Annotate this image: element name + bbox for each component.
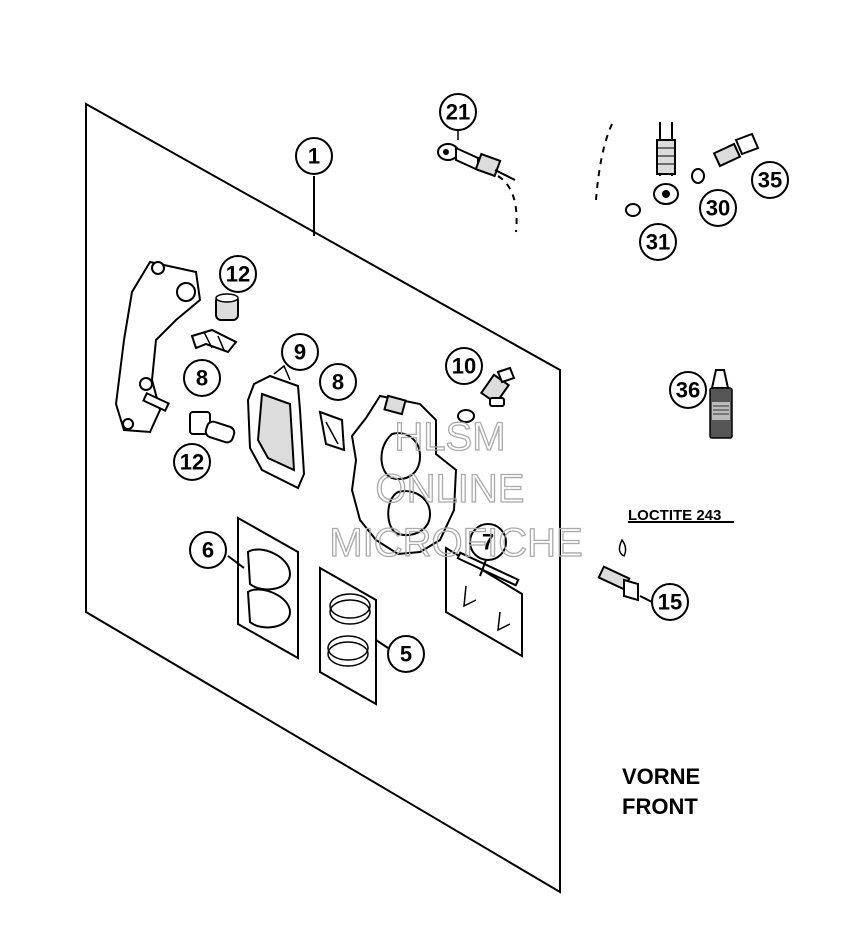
callout-12-lower: 12: [173, 443, 211, 481]
banjo-fitting-part: [437, 128, 518, 233]
callout-35: 35: [751, 161, 789, 199]
vorne-label: VORNE: [622, 764, 700, 789]
watermark-line-3: MICROFICHE: [329, 521, 582, 565]
svg-text:12: 12: [180, 450, 204, 475]
callout-31: 31: [639, 223, 677, 261]
callout-1: 1: [295, 137, 333, 175]
svg-text:8: 8: [332, 370, 344, 395]
svg-text:7: 7: [482, 530, 494, 555]
svg-text:6: 6: [202, 538, 214, 563]
callout-8-right: 8: [319, 363, 357, 401]
callout-10: 10: [445, 347, 483, 385]
loctite-bottle-part: [709, 369, 733, 439]
callout-8-left: 8: [183, 359, 221, 397]
svg-text:15: 15: [658, 590, 682, 615]
brake-line-fitting-part: [595, 122, 760, 217]
slide-pin-bolt-part: [189, 411, 236, 444]
svg-text:10: 10: [452, 354, 476, 379]
piston-kit-part: [227, 516, 299, 660]
caliper-bolt-part: [597, 521, 734, 603]
callout-12-upper: 12: [219, 255, 257, 293]
pad-spring-left-part: [190, 328, 238, 354]
svg-text:5: 5: [400, 642, 412, 667]
svg-text:12: 12: [226, 262, 250, 287]
seal-kit-part: [319, 566, 389, 706]
pad-spring-right-part: [318, 410, 346, 452]
svg-text:31: 31: [646, 230, 670, 255]
watermark-line-1: HLSM: [394, 415, 505, 459]
callout-7: 7: [469, 523, 507, 561]
pin-kit-part: [445, 546, 523, 658]
callout-5: 5: [387, 635, 425, 673]
svg-text:36: 36: [676, 378, 700, 403]
callout-9: 9: [281, 333, 319, 371]
front-label: FRONT: [622, 794, 698, 819]
callout-21: 21: [439, 93, 477, 131]
callout-30: 30: [699, 189, 737, 227]
watermark-line-2: ONLINE: [376, 467, 525, 511]
bleeder-screw-part: [479, 366, 516, 407]
svg-text:30: 30: [706, 196, 730, 221]
caliper-body-part: [350, 394, 475, 556]
callout-6: 6: [189, 531, 227, 569]
callout-36: 36: [669, 371, 707, 409]
svg-text:8: 8: [196, 366, 208, 391]
brake-pad-part: [246, 364, 306, 490]
svg-text:35: 35: [758, 168, 782, 193]
loctite-label: LOCTITE 243: [628, 507, 721, 524]
assembly-panel: [85, 102, 561, 894]
svg-text:1: 1: [308, 144, 320, 169]
rubber-boot-part: [215, 293, 239, 321]
svg-text:21: 21: [446, 100, 470, 125]
caliper-bracket-part: [114, 260, 202, 434]
svg-text:9: 9: [294, 340, 306, 365]
callout-15: 15: [651, 583, 689, 621]
